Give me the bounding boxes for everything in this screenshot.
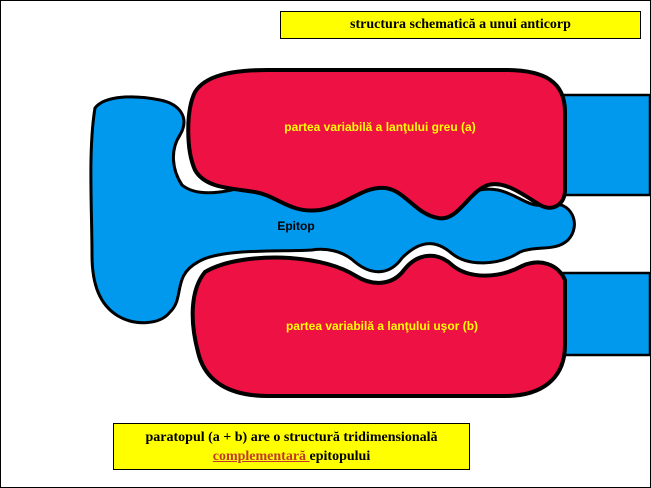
caption-rest: epitopului (309, 448, 371, 464)
caption-box: paratopul (a + b) are o structură tridim… (113, 423, 470, 470)
epitope-label: Epitop (277, 219, 314, 233)
heavy-chain-label: partea variabilă a lanţului greu (a) (284, 120, 475, 134)
light-chain-domain (190, 253, 567, 398)
caption-line-1: paratopul (a + b) are o structură tridim… (145, 429, 438, 445)
heavy-chain-domain (186, 68, 567, 221)
title-box: structura schematică a unui anticorp (280, 11, 641, 39)
light-chain-label: partea variabilă a lanţului uşor (b) (286, 319, 478, 333)
antigen-shape (89, 95, 576, 325)
caption-line-2: complementară epitopului (114, 447, 469, 466)
title-text: structura schematică a unui anticorp (350, 17, 571, 32)
light-chain-stem (558, 271, 651, 357)
heavy-chain-stem (558, 93, 651, 197)
caption-underlined-word: complementară (212, 448, 310, 464)
